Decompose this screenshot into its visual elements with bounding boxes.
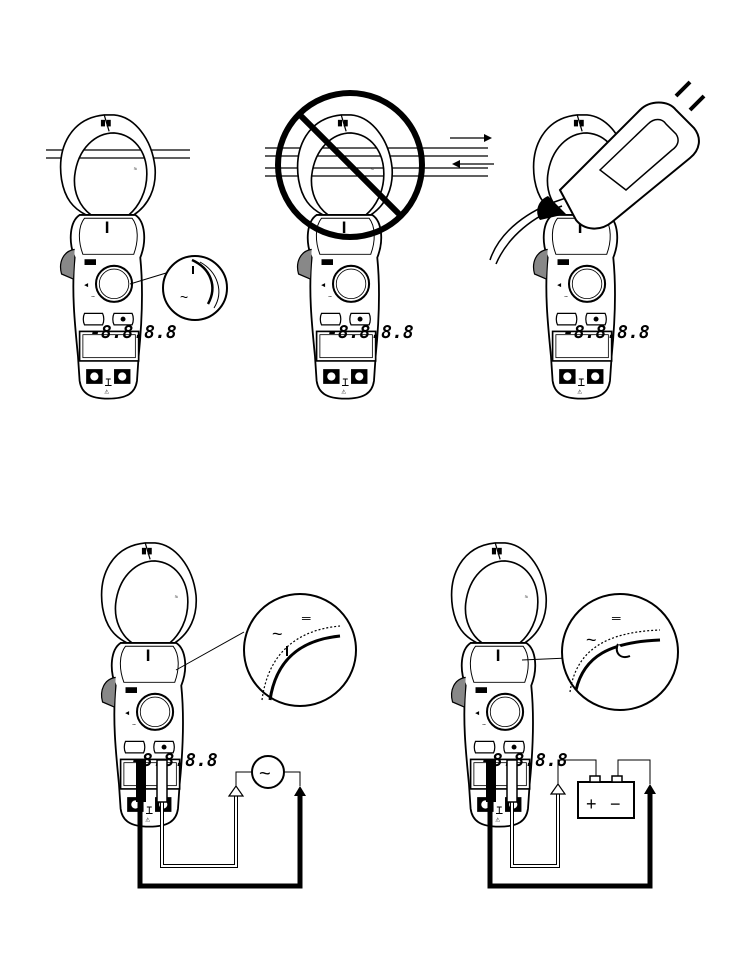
figure-clamp-single-conductor: -8.8.8.8 ~ xyxy=(46,115,227,399)
zoom-inset-dial-ac: ~ ═ xyxy=(244,594,356,706)
current-direction-arrow-right xyxy=(450,134,492,142)
ac-voltage-source: ~ xyxy=(236,756,300,788)
figure-clamp-line-splitter: -8.8.8.8 xyxy=(490,82,704,399)
battery-minus: − xyxy=(610,794,621,814)
dc-symbol: ═ xyxy=(301,611,311,625)
lcd-readout: -8.8.8.8 xyxy=(327,322,414,343)
figure-ac-voltage-measurement: -8.8.8.8 ~ ═ ~ xyxy=(102,543,356,886)
figure-dc-voltage-measurement: -8.8.8.8 ~ ═ + − xyxy=(452,543,678,886)
ac-symbol: ~ xyxy=(272,624,283,644)
lcd-readout: -8.8.8.8 xyxy=(563,322,650,343)
zoom-inset-dial: ~ xyxy=(163,256,227,320)
battery: + − xyxy=(558,760,650,818)
ac-symbol: ~ xyxy=(180,289,188,305)
battery-plus: + xyxy=(586,794,597,814)
clamp-meter xyxy=(102,543,197,827)
zoom-inset-dial-dc: ~ ═ xyxy=(562,594,678,710)
current-direction-arrow-left xyxy=(452,160,494,168)
dc-symbol: ═ xyxy=(611,611,621,625)
figure-clamp-two-conductors-prohibited: -8.8.8.8 xyxy=(265,93,494,399)
ac-symbol: ~ xyxy=(586,630,597,650)
lcd-readout: -8.8.8.8 xyxy=(90,322,177,343)
ac-source-symbol: ~ xyxy=(259,763,271,785)
clamp-meter xyxy=(452,543,547,827)
